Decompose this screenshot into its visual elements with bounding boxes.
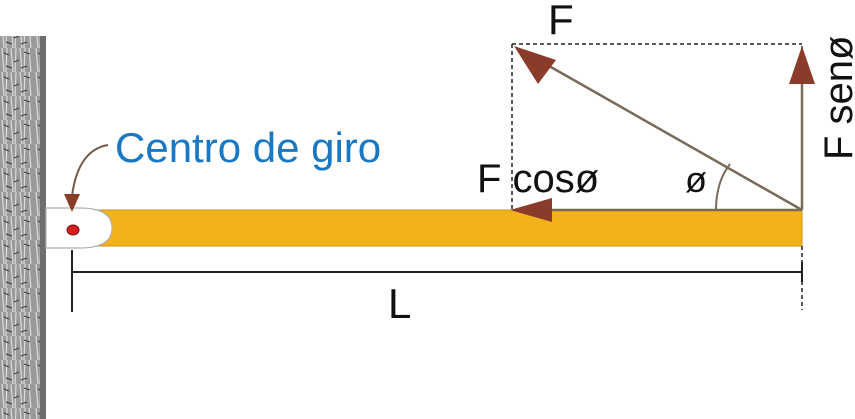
force-arrowhead [514, 46, 556, 84]
force-cos-label: F cosø [477, 157, 599, 201]
pivot-point [66, 224, 80, 236]
length-label: L [388, 280, 411, 327]
wall [0, 36, 46, 419]
length-dimension [71, 250, 803, 312]
lever-bar [89, 209, 803, 247]
pivot-caption-pointer [71, 144, 109, 197]
force-sin-arrowhead [789, 46, 815, 84]
force-sin-label: F senø [817, 36, 855, 160]
pivot-caption: Centro de giro [115, 124, 381, 171]
angle-label: ø [685, 159, 707, 200]
force-vector [527, 52, 803, 212]
pivot-caption-arrowhead [64, 194, 80, 212]
force-cos-arrowhead [510, 198, 552, 222]
angle-arc [715, 163, 731, 211]
force-label: F [548, 0, 574, 43]
